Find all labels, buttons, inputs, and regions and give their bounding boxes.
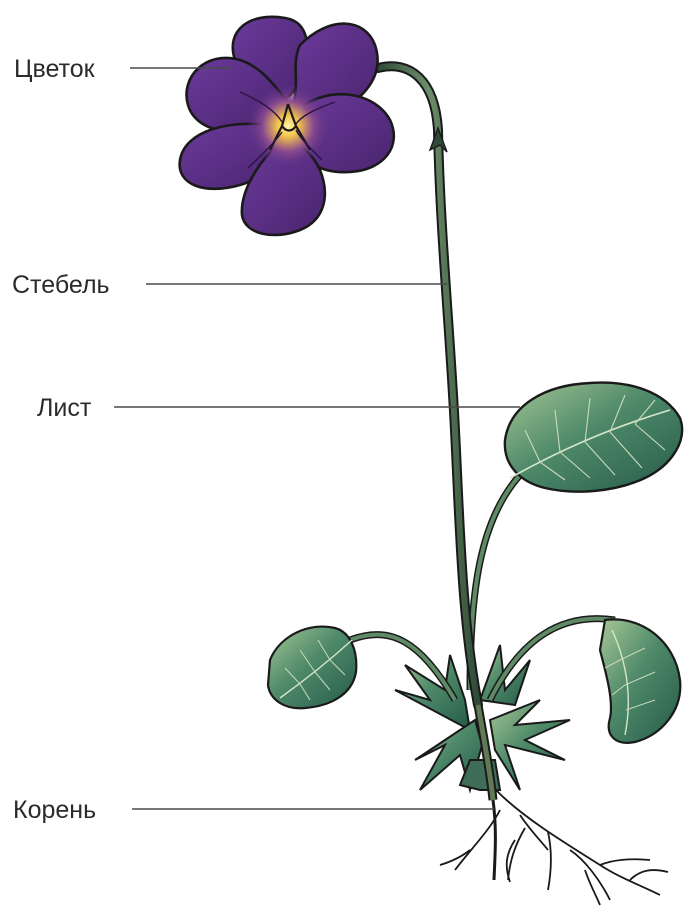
flower-label: Цветок: [14, 55, 96, 83]
leaf-label: Лист: [37, 394, 92, 422]
root-label: Корень: [13, 796, 96, 824]
labels: Цветок Стебель Лист Корень: [12, 55, 110, 824]
flower-head: [180, 17, 394, 235]
stem-label: Стебель: [12, 271, 110, 299]
root-system: [440, 790, 668, 905]
